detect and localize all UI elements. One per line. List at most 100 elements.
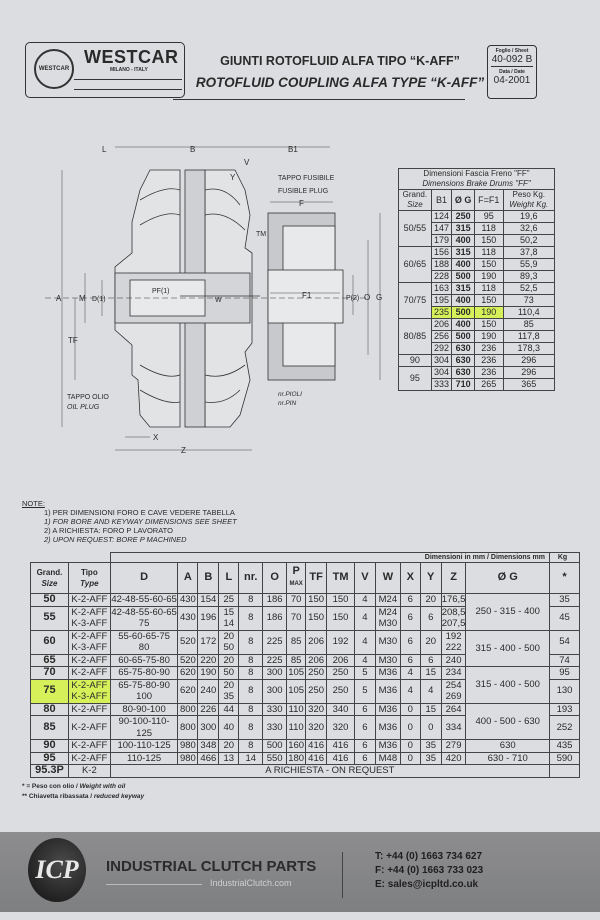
weight-cell: 35 xyxy=(548,593,581,607)
size-cell: 50 xyxy=(30,593,69,607)
g-cell: 500 xyxy=(451,270,475,283)
b1-cell: 156 xyxy=(430,246,453,259)
w-cell: M36 xyxy=(374,678,401,704)
weight-cell: 130 xyxy=(548,678,581,704)
y-cell: 35 xyxy=(419,751,442,765)
b-cell: 154 xyxy=(197,593,220,607)
dim-label-b1: B1 xyxy=(288,145,298,154)
y-cell: 0 xyxy=(419,715,442,740)
dimensions-label: Dimensioni in mm / Dimensions mm xyxy=(109,552,550,563)
note-line: 1) FOR BORE AND KEYWAY DIMENSIONS SEE SH… xyxy=(44,517,237,526)
og-cell: 315 - 400 - 500 xyxy=(465,629,550,667)
col-size-en: Size xyxy=(407,200,423,209)
tm-cell: 250 xyxy=(326,666,355,680)
d-cell: 42-48-55-60-65 xyxy=(109,593,179,607)
size-cell: 60 xyxy=(30,629,69,655)
type-cell: K-2-AFF xyxy=(67,702,111,716)
d-cell: 110-125 xyxy=(109,751,179,765)
dim-label-pf: PF(1) xyxy=(152,288,170,295)
f-cell: 236 xyxy=(473,354,504,367)
y-cell: 15 xyxy=(419,666,442,680)
size-cell: 55 xyxy=(30,605,69,631)
o-cell: 225 xyxy=(262,653,288,667)
size-cell: 50/55 xyxy=(398,210,432,247)
b-cell: 348 xyxy=(197,739,220,753)
g-cell: 630 xyxy=(451,354,475,367)
z-cell: 420 xyxy=(440,751,467,765)
d-cell: 42-48-55-60-65 75 xyxy=(109,605,179,631)
weight-cell: 73 xyxy=(502,294,556,307)
p-cell: 180 xyxy=(286,751,307,765)
l-cell: 20 35 xyxy=(218,678,240,704)
title-en: Dimensions Brake Drums "FF" xyxy=(422,179,531,188)
p-cell: 85 xyxy=(286,653,307,667)
brand-name: WESTCAR xyxy=(84,47,179,67)
website-link[interactable]: IndustrialClutch.com xyxy=(210,878,292,888)
z-cell: 176,5 xyxy=(440,593,467,607)
type-cell: K-2-AFF K-3-AFF xyxy=(67,605,111,631)
fusible-plug-label-en: FUSIBLE PLUG xyxy=(278,188,328,195)
company-name: INDUSTRIAL CLUTCH PARTS xyxy=(106,858,317,875)
w-cell: M36 xyxy=(374,666,401,680)
footnote: ** Chiavetta ribassata / reduced keyway xyxy=(22,792,144,802)
b1-cell: 124 xyxy=(430,210,453,223)
w-cell: M36 xyxy=(374,702,401,716)
coupling-drawing: L B B1 V Y TAPPO FUSIBILE FUSIBLE PLUG F… xyxy=(45,145,382,455)
dim-label-tf: TF xyxy=(68,336,78,345)
w-cell: M24 M30 xyxy=(374,605,401,631)
weight-cell: 365 xyxy=(502,378,556,391)
fax: F: +44 (0) 1663 733 023 xyxy=(375,865,484,876)
g-cell: 500 xyxy=(451,330,475,343)
b-cell: 226 xyxy=(197,702,220,716)
col-g: Ø G xyxy=(451,189,475,211)
y-cell: 15 xyxy=(419,702,442,716)
dim-label-tm: TM xyxy=(256,231,266,238)
col-size-it: Grand. xyxy=(36,567,63,577)
size-cell: 65 xyxy=(30,653,69,667)
weight-cell: 435 xyxy=(548,739,581,753)
f-cell: 150 xyxy=(473,294,504,307)
weight-cell: 54 xyxy=(548,629,581,655)
dim-label-b: B xyxy=(190,145,195,154)
col-nr: nr. xyxy=(238,562,264,594)
weight-cell: 296 xyxy=(502,366,556,379)
d-cell: 100-110-125 xyxy=(109,739,179,753)
col-y: Y xyxy=(419,562,442,594)
o-cell: 225 xyxy=(262,629,288,655)
pin-label-it: nr.PIOLI xyxy=(278,391,302,398)
x-cell: 0 xyxy=(399,702,421,716)
email-link[interactable]: E: sales@icpltd.co.uk xyxy=(375,879,479,890)
b1-cell: 206 xyxy=(430,318,453,331)
pin-label-en: nr.PIN xyxy=(278,400,296,407)
brand-city: MILANO - ITALY xyxy=(110,67,148,73)
title-it: Dimensioni Fascia Freno "FF" xyxy=(423,169,530,178)
icp-logo: ICP xyxy=(28,838,86,902)
col-o: O xyxy=(262,562,288,594)
f-cell: 190 xyxy=(473,330,504,343)
col-weight-it: Peso Kg. xyxy=(512,190,545,199)
f-cell: 150 xyxy=(473,318,504,331)
weight-cell: 85 xyxy=(502,318,556,331)
b1-cell: 163 xyxy=(430,282,453,295)
dim-label-f1: F1 xyxy=(302,291,312,300)
o-cell: 550 xyxy=(262,751,288,765)
nr-cell: 8 xyxy=(238,739,264,753)
g-cell: 315 xyxy=(451,282,475,295)
nr-cell: 8 xyxy=(238,629,264,655)
weight-cell: 19,6 xyxy=(502,210,556,223)
logo-rule xyxy=(74,79,182,80)
tf-cell: 416 xyxy=(305,739,328,753)
nr-cell: 8 xyxy=(238,666,264,680)
col-b: B xyxy=(197,562,220,594)
d-cell: 65-75-80-90 100 xyxy=(109,678,179,704)
w-cell: M36 xyxy=(374,739,401,753)
type-cell: K-2 xyxy=(67,764,111,778)
